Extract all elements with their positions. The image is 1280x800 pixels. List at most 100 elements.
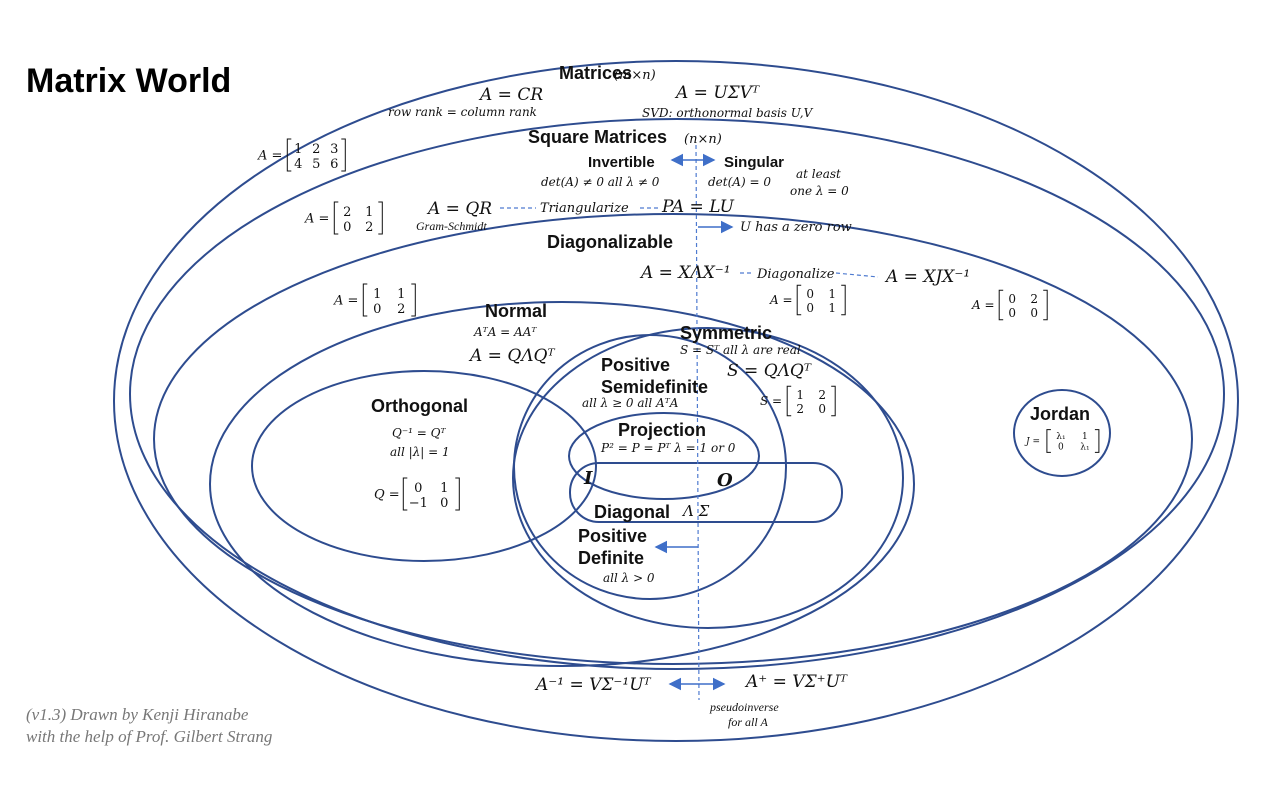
jordan-example-lhs: J = bbox=[1024, 437, 1040, 447]
psd-condition: all λ ≥ 0 all AᵀA bbox=[582, 396, 679, 410]
jordan-oval bbox=[1013, 389, 1111, 477]
identity-symbol: I bbox=[583, 468, 593, 489]
singular-example-lhs: A = bbox=[971, 298, 995, 312]
symmetric-condition: S = Sᵀ all λ are real bbox=[680, 343, 801, 357]
matrices-example-entry: 2 bbox=[312, 142, 320, 157]
pinv-formula: A⁺ = VΣ⁺Uᵀ bbox=[744, 672, 848, 692]
jordan-example-entry: λ₁ bbox=[1080, 442, 1089, 452]
diagonalizable-example-entry: 2 bbox=[397, 302, 405, 317]
matrices-example-entry: 4 bbox=[294, 157, 302, 172]
orthogonal-oval bbox=[251, 370, 597, 562]
symmetric-example-lhs: S = bbox=[760, 394, 782, 408]
inverse-formula: A⁻¹ = VΣ⁻¹Uᵀ bbox=[534, 675, 652, 695]
symmetric-form: S = QΛQᵀ bbox=[727, 361, 812, 381]
square-matrices-oval bbox=[129, 118, 1225, 670]
psd-label-line1: Positive bbox=[601, 355, 670, 375]
jordan-example-entry: λ₁ bbox=[1056, 432, 1065, 442]
lu-formula: PA = LU bbox=[661, 197, 735, 217]
symmetric-example-entry: 2 bbox=[796, 402, 804, 416]
jordan-example-brackets bbox=[1046, 429, 1100, 453]
projection-condition: P² = P = Pᵀ λ = 1 or 0 bbox=[600, 441, 736, 455]
diagonalizable-example-entry: 1 bbox=[397, 287, 405, 302]
matrices-label: Matrices bbox=[559, 63, 632, 83]
matrices-example-entry: 5 bbox=[312, 157, 320, 172]
normal-form: A = QΛQᵀ bbox=[468, 346, 555, 366]
psd-label-line2: Semidefinite bbox=[601, 377, 708, 397]
singular-label: Singular bbox=[724, 154, 784, 171]
eig-formula: A = XΛX⁻¹ bbox=[639, 263, 731, 283]
diagonalizable-example-entry: 0 bbox=[373, 302, 381, 317]
orthogonal-example-entry: 0 bbox=[440, 496, 448, 511]
psd-oval bbox=[513, 334, 787, 600]
square-example-entry: 1 bbox=[365, 205, 373, 220]
matrices-example-entry: 1 bbox=[294, 142, 302, 157]
pd-label-line2: Definite bbox=[578, 548, 644, 568]
singular-example-entry: 0 bbox=[1030, 306, 1038, 320]
orthogonal-example-entry: 1 bbox=[440, 481, 448, 496]
symmetric-example-entry: 1 bbox=[796, 388, 804, 402]
projection-oval bbox=[568, 412, 760, 500]
diagonalizable-example-2-entry: 1 bbox=[828, 301, 836, 315]
singular-note-line1: at least bbox=[796, 167, 841, 181]
singular-example-entry: 0 bbox=[1008, 292, 1016, 306]
symmetric-example-entry: 2 bbox=[818, 388, 826, 402]
singular-example-brackets bbox=[998, 289, 1048, 321]
diagonalizable-example-2-entry: 0 bbox=[806, 287, 814, 301]
credit-line2: with the help of Prof. Gilbert Strang bbox=[26, 727, 272, 746]
diagonalize-dash-right bbox=[835, 272, 879, 278]
symmetric-label: Symmetric bbox=[680, 323, 772, 343]
pd-condition: all λ > 0 bbox=[603, 571, 655, 585]
qr-note: Gram-Schmidt bbox=[416, 219, 487, 233]
symmetric-example-entry: 0 bbox=[818, 402, 826, 416]
lu-note: U has a zero row bbox=[740, 220, 852, 235]
pinv-note-line2: for all A bbox=[728, 715, 768, 729]
symmetric-oval bbox=[512, 327, 904, 629]
diagonalizable-example-lhs: A = bbox=[333, 294, 358, 309]
square-example-lhs: A = bbox=[304, 212, 329, 227]
zero-symbol: O bbox=[717, 470, 733, 491]
page-title: Matrix World bbox=[26, 62, 231, 100]
square-matrices-label: Square Matrices bbox=[528, 127, 667, 147]
square-example-entry: 2 bbox=[365, 220, 373, 235]
orthogonal-example-entry: −1 bbox=[409, 496, 428, 511]
orthogonal-eigen-condition: all |λ| = 1 bbox=[390, 445, 450, 459]
credit-line1: (v1.3) Drawn by Kenji Hiranabe bbox=[26, 705, 249, 724]
pinv-note-line1: pseudoinverse bbox=[709, 700, 779, 714]
invertible-singular-divider bbox=[695, 144, 700, 701]
matrices-example-entry: 3 bbox=[330, 142, 338, 157]
jordan-example-entry: 0 bbox=[1058, 442, 1064, 452]
normal-oval bbox=[209, 301, 915, 667]
diagonal-symbols: Λ Σ bbox=[681, 502, 710, 520]
invertible-label: Invertible bbox=[588, 154, 655, 171]
square-example-brackets bbox=[333, 201, 383, 235]
normal-condition: AᵀA = AAᵀ bbox=[473, 325, 537, 339]
invertible-condition: det(A) ≠ 0 all λ ≠ 0 bbox=[541, 175, 660, 189]
diagonalizable-example-2-lhs: A = bbox=[769, 293, 793, 307]
matrices-example-brackets bbox=[286, 138, 346, 172]
matrices-dims: (m×n) bbox=[614, 68, 656, 83]
diagonalizable-label: Diagonalizable bbox=[547, 232, 673, 252]
square-example-entry: 2 bbox=[343, 205, 351, 220]
orthogonal-example-lhs: Q = bbox=[374, 488, 400, 503]
jordan-example-entry: 1 bbox=[1082, 432, 1088, 442]
orthogonal-label: Orthogonal bbox=[371, 396, 468, 416]
svd-note: SVD: orthonormal basis U,V bbox=[642, 106, 814, 120]
singular-example-entry: 0 bbox=[1008, 306, 1016, 320]
triangularize-label: Triangularize bbox=[540, 201, 629, 216]
projection-label: Projection bbox=[618, 420, 706, 440]
square-example-entry: 0 bbox=[343, 220, 351, 235]
pd-label-line1: Positive bbox=[578, 526, 647, 546]
singular-note-line2: one λ = 0 bbox=[790, 184, 849, 198]
normal-label: Normal bbox=[485, 301, 547, 321]
diagonalizable-example-brackets bbox=[362, 283, 416, 317]
matrices-oval bbox=[113, 60, 1239, 742]
matrices-example-lhs: A = bbox=[257, 149, 282, 164]
cr-formula: A = CR bbox=[478, 85, 543, 105]
diagonalizable-example-2-entry: 1 bbox=[828, 287, 836, 301]
